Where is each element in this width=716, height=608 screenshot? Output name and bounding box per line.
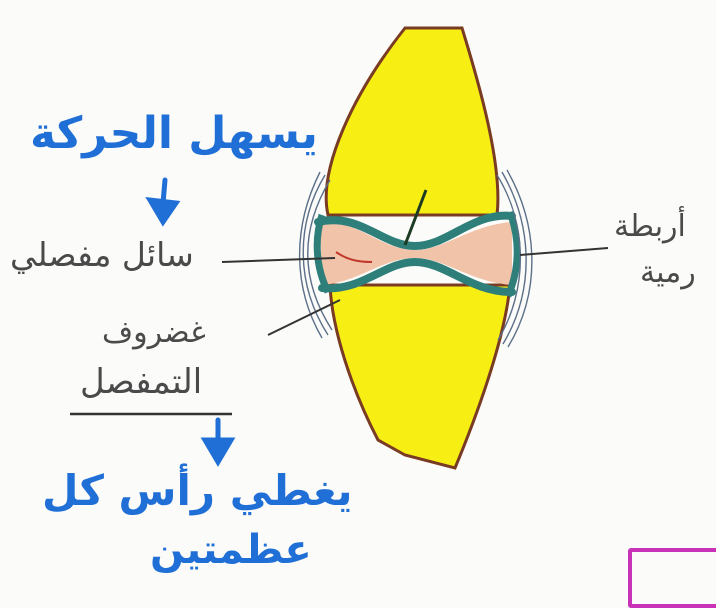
covers-label-1: يغطي رأس كل xyxy=(42,470,353,512)
covers-label-2: عظمتين xyxy=(150,530,312,570)
ligaments-label-2: رمية xyxy=(640,258,696,288)
purple-frame xyxy=(628,548,716,608)
joint-cavity xyxy=(320,222,512,285)
pointer-ligaments xyxy=(520,248,608,255)
cartilage-label-2: التمفصل xyxy=(80,365,202,399)
upper-bone xyxy=(326,28,498,215)
synovial-fluid-label: سائل مفصلي xyxy=(10,238,194,271)
eases-movement-label: يسهل الحركة xyxy=(30,112,318,156)
pointer-cartilage xyxy=(268,300,340,335)
lower-bone xyxy=(330,285,510,468)
ligaments-label-1: أربطة xyxy=(614,212,686,242)
cartilage-label-1: غضروف xyxy=(102,318,206,348)
down-arrow-icon xyxy=(205,420,231,462)
down-arrow-icon xyxy=(150,180,176,222)
